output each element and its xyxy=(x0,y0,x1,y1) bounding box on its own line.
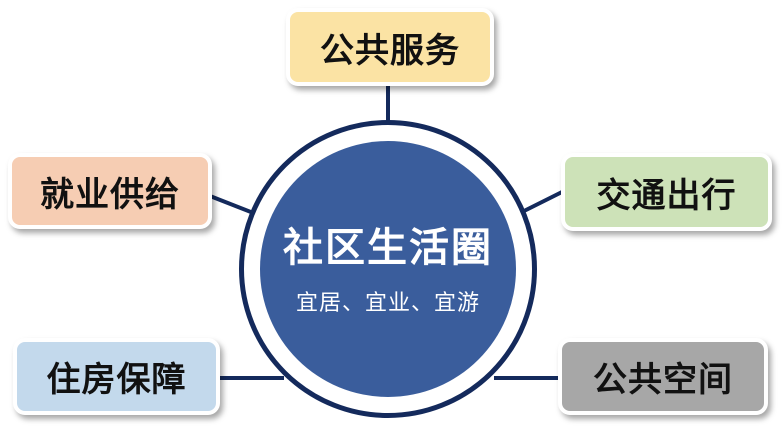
node-housing: 住房保障 xyxy=(13,338,220,415)
node-public-services: 公共服务 xyxy=(286,8,494,86)
node-label: 交通出行 xyxy=(596,175,737,216)
node-public-space: 公共空间 xyxy=(558,338,768,415)
node-label: 公共空间 xyxy=(593,360,733,400)
node-label: 就业供给 xyxy=(40,174,180,215)
center-hub: 社区生活圈 宜居、宜业、宜游 xyxy=(260,141,516,397)
connector-right xyxy=(521,190,563,214)
node-transportation: 交通出行 xyxy=(561,153,772,231)
node-employment: 就业供给 xyxy=(8,153,212,229)
center-title: 社区生活圈 xyxy=(283,225,493,271)
connector-left xyxy=(209,194,257,216)
node-label: 公共服务 xyxy=(320,30,460,71)
node-label: 住房保障 xyxy=(46,360,187,400)
center-subtitle: 宜居、宜业、宜游 xyxy=(295,291,480,316)
